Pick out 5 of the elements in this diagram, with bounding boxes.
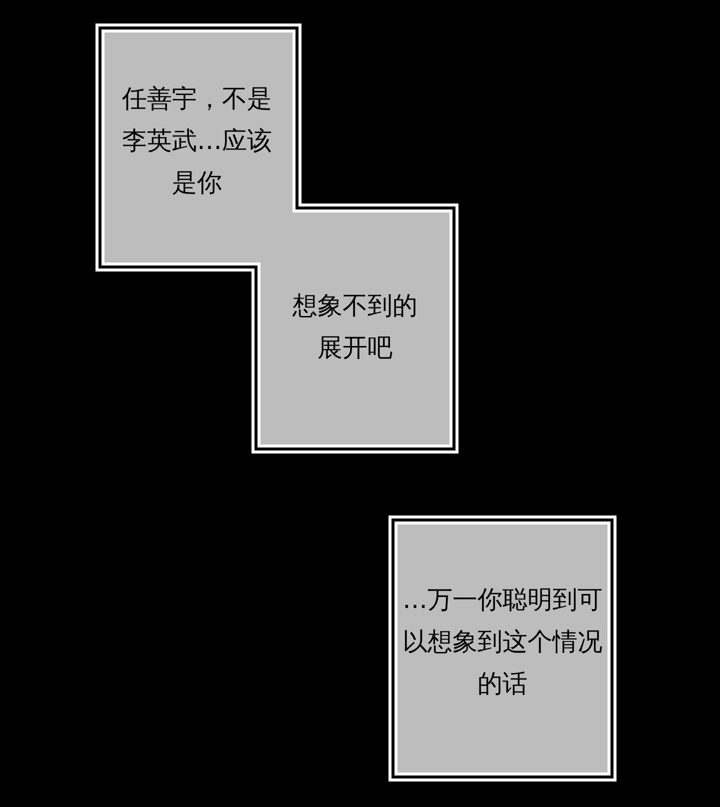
speech-box (95, 23, 459, 454)
speech-text: 想象不到的展开吧 (292, 290, 418, 364)
speech-text: 任善宇，不是李英武…应该是你 (121, 83, 273, 199)
speech-text: …万一你聪明到可以想象到这个情况的话 (402, 584, 604, 700)
speech-box (388, 515, 617, 782)
